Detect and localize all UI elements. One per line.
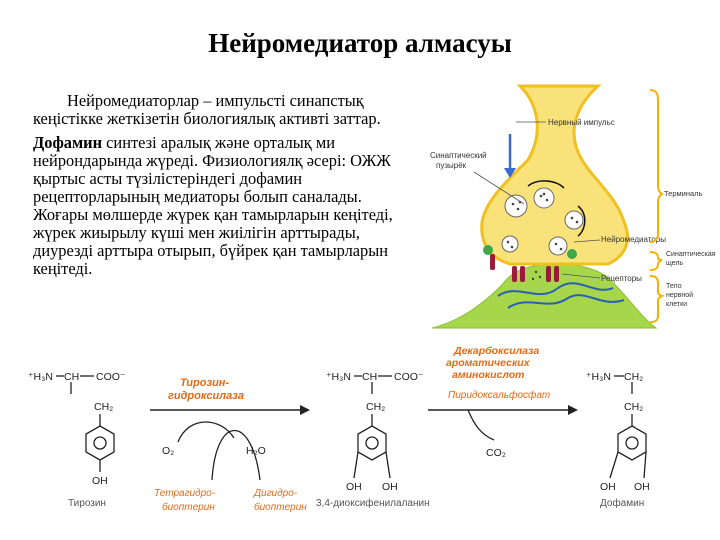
tyrosine-ring bbox=[85, 425, 115, 461]
transporter bbox=[483, 245, 493, 255]
label-synaptic-cleft-1: Синаптическая bbox=[666, 251, 716, 258]
dopa-oh-2: OH bbox=[382, 481, 398, 493]
cofactor-arrow bbox=[211, 430, 261, 481]
presynaptic-terminal bbox=[480, 84, 629, 266]
dopamine-term: Дофамин bbox=[33, 133, 103, 152]
cofactor-pyridoxal: Пиридоксальфосфат bbox=[448, 389, 550, 401]
tyrosine-coo: COO⁻ bbox=[96, 371, 126, 383]
enzyme2-line3: аминокислот bbox=[452, 369, 525, 381]
label-nerve-impulse: Нервный импульс bbox=[548, 118, 615, 127]
tyrosine-nh3: ⁺H₃N bbox=[28, 371, 53, 383]
receptor bbox=[554, 266, 559, 282]
compound-name-dopamine: Дофамин bbox=[600, 497, 644, 509]
dopamine-ch2-top: CH₂ bbox=[624, 371, 643, 383]
tyrosine-ch2: CH₂ bbox=[94, 401, 113, 413]
compound-name-dopa: 3,4-диоксифенилаланин bbox=[316, 497, 430, 509]
compound-name-tyrosine: Тирозин bbox=[68, 498, 106, 509]
dopa-coo: COO⁻ bbox=[394, 371, 424, 383]
synaptic-vesicle bbox=[501, 235, 519, 253]
dopamine-ch2: CH₂ bbox=[624, 401, 643, 413]
synaptic-vesicle bbox=[533, 187, 555, 209]
receptor bbox=[520, 266, 525, 282]
dopamine-oh-2: OH bbox=[634, 481, 650, 493]
co2-arrow bbox=[467, 409, 495, 441]
enzyme2-line1: Декарбоксилаза bbox=[453, 345, 539, 357]
cofactor1-line1: Тетрагидро- bbox=[154, 488, 216, 499]
co2-label: CO₂ bbox=[486, 447, 506, 459]
vesicle-cycle-arrow bbox=[577, 205, 586, 237]
synaptic-vesicle bbox=[548, 236, 568, 256]
receptor bbox=[546, 266, 551, 282]
h2o-label: H₂O bbox=[246, 445, 266, 457]
cell-bracket bbox=[649, 275, 665, 323]
dopa-ch: CH bbox=[362, 371, 377, 383]
dopa-oh-1: OH bbox=[346, 481, 362, 493]
dopa-ring bbox=[357, 425, 387, 461]
label-body-3: клетки bbox=[666, 301, 687, 308]
nerve-impulse-arrowhead bbox=[504, 168, 516, 178]
label-body-2: нервной bbox=[666, 291, 693, 299]
body-text: Нейромедиаторлар – импульсті синапстық к… bbox=[33, 92, 405, 284]
cofactor2-line2: биоптерин bbox=[254, 501, 307, 513]
transporter bbox=[567, 249, 577, 259]
o2-h2o-arrow bbox=[177, 421, 235, 443]
vesicle-cycle-arrow bbox=[527, 180, 565, 189]
dopamine-ring bbox=[617, 425, 647, 461]
label-synaptic-vesicle-2: пузырёк bbox=[436, 161, 467, 170]
label-neuromediators: Нейромедиаторы bbox=[601, 235, 666, 244]
label-synaptic-cleft-2: щель bbox=[666, 260, 683, 267]
cleft-bracket bbox=[649, 251, 663, 271]
enzyme1-line2: гидроксилаза bbox=[168, 390, 244, 402]
cofactor1-line2: биоптерин bbox=[162, 501, 215, 513]
synaptic-vesicle bbox=[564, 210, 584, 230]
receptor bbox=[490, 254, 495, 270]
label-synaptic-vesicle-1: Синаптический bbox=[430, 151, 487, 160]
synapse-diagram: Нервный импульс Синаптический пузырёк Не… bbox=[430, 84, 716, 329]
dopa-ch2: CH₂ bbox=[366, 401, 385, 413]
paragraph-dopamine: Дофамин синтезі аралық және орталық ми н… bbox=[33, 134, 405, 278]
dopamine-oh-1: OH bbox=[600, 481, 616, 493]
label-receptors: Рецепторы bbox=[601, 274, 642, 283]
dopamine-synthesis-pathway: ⁺H₃N CH COO⁻ CH₂ OH ⁺H₃N CH COO⁻ CH₂ OH … bbox=[28, 345, 650, 513]
enzyme2-line2: ароматических bbox=[446, 357, 531, 369]
tyrosine-ch: CH bbox=[64, 371, 79, 383]
terminal-bracket bbox=[649, 89, 665, 243]
tyrosine-oh: OH bbox=[92, 475, 108, 487]
o2-label: O₂ bbox=[162, 445, 174, 457]
slide-title: Нейромедиатор алмасуы bbox=[208, 28, 512, 58]
synaptic-vesicle bbox=[504, 194, 528, 218]
enzyme1-line1: Тирозин- bbox=[180, 377, 229, 389]
receptor-fibers bbox=[497, 282, 625, 309]
cofactor2-line1: Дигидро- bbox=[253, 488, 298, 499]
label-body-1: Тело bbox=[666, 283, 682, 290]
receptor bbox=[512, 266, 517, 282]
dopa-nh3: ⁺H₃N bbox=[326, 371, 351, 383]
dopamine-description: синтезі аралық және орталық ми нейрондар… bbox=[33, 133, 393, 278]
dopamine-nh3: ⁺H₃N bbox=[586, 371, 611, 383]
label-terminal: Терминаль bbox=[664, 189, 703, 198]
paragraph-neuromediators: Нейромедиаторлар – импульсті синапстық к… bbox=[33, 91, 381, 128]
